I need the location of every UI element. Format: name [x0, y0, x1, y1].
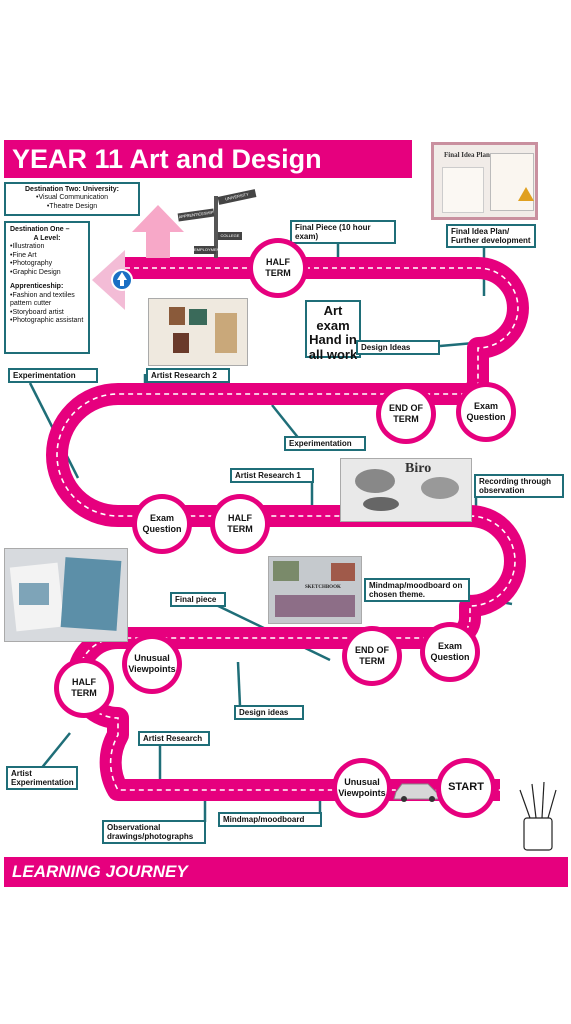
- milestone-text: HALF TERM: [215, 499, 265, 549]
- milestone-text: Exam Question: [461, 387, 511, 437]
- milestone-start: START: [436, 758, 496, 818]
- milestone-text: END OF TERM: [381, 389, 431, 439]
- final-idea-plan-photo: Final Idea Plan: [431, 142, 538, 220]
- label-design-ideas-2: Design ideas: [234, 705, 304, 721]
- destination-one-heading: Destination One –: [10, 226, 70, 233]
- destination-two-item: •Theatre Design: [46, 202, 98, 210]
- destination-two-box: Destination Two: University: •Visual Com…: [4, 182, 140, 216]
- destination-one-item: •Fine Art: [10, 251, 37, 259]
- label-experimentation-2: Experimentation: [284, 436, 366, 452]
- apprenticeship-item: •Storyboard artist: [10, 308, 64, 316]
- paintbrush-pot-icon: [519, 781, 557, 851]
- milestone-text: Unusual Viewpoints: [127, 639, 177, 689]
- label-artist-research: Artist Research: [138, 731, 210, 747]
- label-mindmap-moodboard: Mindmap/moodboard: [218, 812, 322, 828]
- label-artist-research-2: Artist Research 2: [146, 368, 230, 384]
- destination-two-heading: Destination Two: University:: [25, 186, 119, 193]
- connector-line: [236, 661, 242, 707]
- road-arrow-tip: [92, 250, 125, 310]
- milestone-end-of-term-1: END OF TERM: [376, 384, 436, 444]
- label-artist-research-1: Artist Research 1: [230, 468, 314, 484]
- milestone-exam-question-1: Exam Question: [456, 382, 516, 442]
- signpost-pole-icon: [214, 196, 218, 258]
- label-final-piece-exam: Final Piece (10 hour exam): [290, 220, 396, 245]
- page-footer: LEARNING JOURNEY: [4, 857, 568, 887]
- signpost-employment: EMPLOYMENT: [194, 246, 223, 254]
- label-final-idea-plan: Final Idea Plan/ Further development: [446, 224, 536, 249]
- destination-one-item: •Photography: [10, 260, 53, 268]
- connector-line: [39, 732, 71, 771]
- moodboard-photo-title: SKETCHBOOK: [305, 585, 341, 590]
- sketchbook-photo: [4, 548, 128, 642]
- label-mindmap-theme: Mindmap/moodboard on chosen theme.: [364, 578, 470, 603]
- artist-research-2-photo: [148, 298, 248, 366]
- label-design-ideas-1: Design Ideas: [356, 340, 440, 356]
- milestone-text: Exam Question: [137, 499, 187, 549]
- apprenticeship-item: •Photographic assistant: [10, 317, 84, 325]
- milestone-text: END OF TERM: [347, 631, 397, 681]
- biro-photo-title: Biro: [405, 461, 432, 476]
- label-artist-experimentation: Artist Experimentation: [6, 766, 78, 791]
- destination-one-subheading: A Level:: [33, 234, 61, 242]
- apprenticeship-item: •Fashion and textiles pattern cutter: [10, 291, 75, 308]
- label-observational: Observational drawings/photographs: [102, 820, 206, 845]
- pink-up-arrow-icon: [132, 205, 184, 258]
- milestone-unusual-viewpoints-2: Unusual Viewpoints: [332, 758, 392, 818]
- page-title: YEAR 11 Art and Design: [4, 140, 412, 178]
- milestone-exam-question-3: Exam Question: [420, 622, 480, 682]
- milestone-text: HALF TERM: [59, 663, 109, 713]
- destination-one-item: •Graphic Design: [10, 268, 61, 276]
- destination-two-item: •Visual Communication: [36, 194, 108, 202]
- connector-lines: [28, 232, 513, 822]
- destination-one-item: •Illustration: [10, 243, 45, 251]
- milestone-half-term-2: HALF TERM: [210, 494, 270, 554]
- destination-one-box: Destination One – A Level: •Illustration…: [4, 221, 90, 354]
- milestone-exam-question-2: Exam Question: [132, 494, 192, 554]
- milestone-unusual-viewpoints-1: Unusual Viewpoints: [122, 634, 182, 694]
- milestone-half-term-1: HALF TERM: [248, 238, 308, 298]
- signpost-college: COLLEGE: [218, 232, 242, 240]
- label-final-piece: Final piece: [170, 592, 226, 608]
- milestone-half-term-3: HALF TERM: [54, 658, 114, 718]
- milestone-text: HALF TERM: [253, 243, 303, 293]
- plan-photo-title: Final Idea Plan: [444, 151, 490, 159]
- biro-drawing-photo: Biro: [340, 458, 472, 522]
- milestone-text: Unusual Viewpoints: [337, 763, 387, 813]
- label-recording: Recording through observation: [474, 474, 564, 499]
- connector-line: [271, 404, 301, 441]
- milestone-text: Exam Question: [425, 627, 475, 677]
- art-exam-box: Art exam Hand in all work: [305, 300, 361, 361]
- label-experimentation-1: Experimentation: [8, 368, 98, 384]
- moodboard-photo: SKETCHBOOK: [268, 556, 362, 624]
- milestone-text: START: [441, 763, 491, 813]
- apprenticeship-heading: Apprenticeship:: [10, 283, 64, 291]
- milestone-end-of-term-2: END OF TERM: [342, 626, 402, 686]
